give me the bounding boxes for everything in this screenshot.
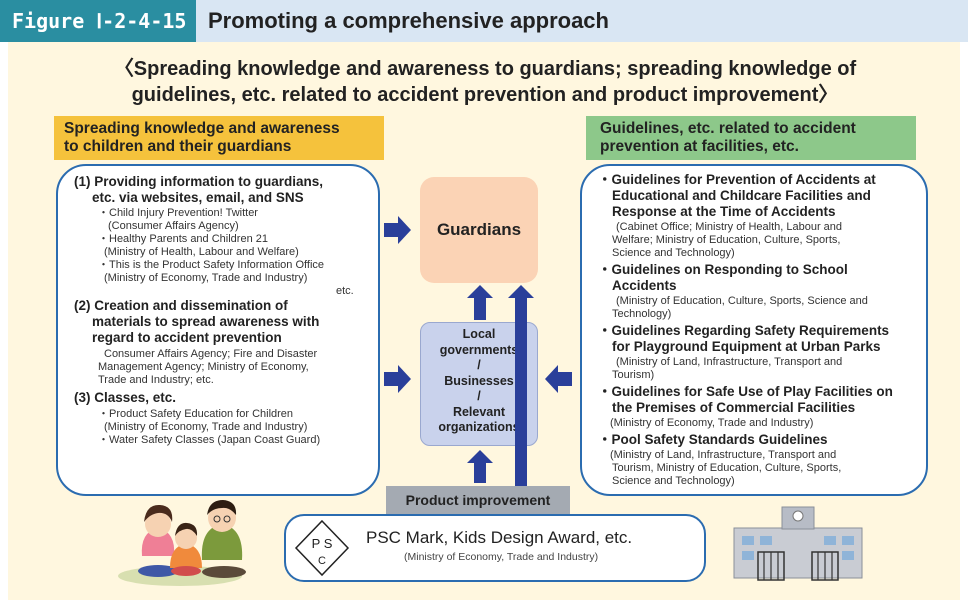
psc-symbol-bottom: C (318, 555, 326, 567)
arrow-up-long-to-guardians (508, 285, 534, 486)
figure-label: Figure Ⅰ-2-4-15 (0, 0, 196, 42)
psc-mark-box (284, 514, 706, 582)
arrow-up-to-guardians (467, 285, 493, 320)
awareness-box: (1) Providing information to guardians, … (56, 164, 380, 496)
figure-title: Promoting a comprehensive approach (208, 8, 609, 33)
psc-ministry-text: (Ministry of Economy, Trade and Industry… (404, 551, 599, 563)
guideline-3-line: ・Guidelines Regarding Safety Requirement… (598, 323, 890, 338)
guideline-5-sub: (Ministry of Land, Infrastructure, Trans… (610, 449, 837, 461)
right-header-line-1: Guidelines, etc. related to accident (600, 120, 856, 137)
section-1-item: ・Child Injury Prevention! Twitter (98, 207, 258, 219)
subtitle-line-2: guidelines, etc. related to accident pre… (131, 84, 839, 106)
organizations-line: governments (439, 342, 519, 357)
psc-mark-text: PSC Mark, Kids Design Award, etc. (366, 528, 633, 547)
guideline-4-line: the Premises of Commercial Facilities (612, 400, 856, 415)
section-1-item: ・Healthy Parents and Children 21 (98, 233, 268, 245)
product-improvement-label: Product improvement (386, 486, 570, 514)
section-2-item: Consumer Affairs Agency; Fire and Disast… (104, 348, 318, 360)
section-3-item: ・Product Safety Education for Children (98, 408, 294, 420)
guideline-3-sub: (Ministry of Land, Infrastructure, Trans… (616, 356, 843, 368)
section-1-item: ・This is the Product Safety Information … (98, 259, 325, 271)
organizations-line: organizations (438, 420, 520, 434)
guideline-1-sub: Science and Technology) (612, 247, 735, 259)
left-header-line-2: to children and their guardians (64, 138, 292, 155)
guidelines-box: ・Guidelines for Prevention of Accidents … (580, 164, 928, 496)
organizations-line: / (477, 358, 481, 372)
guideline-1-line: Response at the Time of Accidents (612, 204, 836, 219)
right-column-header: Guidelines, etc. related to accident pre… (586, 116, 916, 160)
guideline-1-sub: (Cabinet Office; Ministry of Health, Lab… (616, 221, 843, 233)
guideline-1-line: Educational and Childcare Facilities and (612, 188, 871, 203)
subtitle-line-1: 〈Spreading knowledge and awareness to gu… (113, 58, 857, 80)
guideline-1-line: ・Guidelines for Prevention of Accidents … (598, 172, 876, 187)
section-2-item: Trade and Industry; etc. (98, 374, 214, 386)
section-1-item: (Ministry of Economy, Trade and Industry… (104, 272, 308, 284)
organizations-line: Businesses (444, 373, 514, 388)
guideline-5-sub: Science and Technology) (612, 475, 735, 487)
arrow-up-to-organizations (467, 450, 493, 483)
organizations-line: Local (462, 327, 496, 341)
guideline-5-line: ・Pool Safety Standards Guidelines (598, 432, 828, 447)
guideline-5-sub: Tourism, Ministry of Education, Culture,… (612, 462, 842, 474)
guideline-2-sub: (Ministry of Education, Culture, Sports,… (616, 295, 868, 307)
guardians-box: Guardians (420, 177, 538, 283)
left-header-line-1: Spreading knowledge and awareness (64, 120, 340, 137)
section-1-title-line-2: etc. via websites, email, and SNS (92, 190, 304, 205)
guideline-2-line: ・Guidelines on Responding to School (598, 262, 848, 277)
section-3-item: (Ministry of Economy, Trade and Industry… (104, 421, 308, 433)
section-2-title-line-2: materials to spread awareness with (92, 314, 320, 329)
guideline-2-sub: Technology) (612, 308, 672, 320)
section-2-title-line-1: (2) Creation and dissemination of (74, 298, 288, 313)
section-2-item: Management Agency; Ministry of Economy, (98, 361, 309, 373)
section-1-item: (Ministry of Health, Labour and Welfare) (104, 246, 299, 258)
family-illustration (118, 500, 246, 586)
psc-symbol-top: P S (312, 536, 333, 551)
guideline-4-sub: (Ministry of Economy, Trade and Industry… (610, 417, 814, 429)
arrow-left-to-organizations (545, 365, 572, 393)
section-3-title: (3) Classes, etc. (74, 390, 177, 405)
guideline-3-line: for Playground Equipment at Urban Parks (612, 339, 881, 354)
guideline-2-line: Accidents (612, 278, 677, 293)
psc-diamond-icon (294, 519, 350, 577)
organizations-line: / (477, 389, 481, 403)
arrow-right-to-organizations (384, 365, 411, 393)
right-header-line-2: prevention at facilities, etc. (600, 138, 799, 155)
left-column-header: Spreading knowledge and awareness to chi… (54, 116, 384, 160)
guideline-4-line: ・Guidelines for Safe Use of Play Facilit… (598, 384, 893, 399)
guideline-1-sub: Welfare; Ministry of Education, Culture,… (612, 234, 841, 246)
figure-subtitle: 〈Spreading knowledge and awareness to gu… (60, 56, 910, 108)
section-2-title-line-3: regard to accident prevention (92, 330, 282, 345)
section-1-etc: etc. (336, 285, 354, 297)
arrow-right-to-guardians (384, 216, 411, 244)
section-1-title-line-1: (1) Providing information to guardians, (74, 174, 324, 189)
school-building-illustration (733, 506, 863, 581)
organizations-line: Relevant (452, 404, 506, 419)
section-1-item: (Consumer Affairs Agency) (108, 220, 239, 232)
guideline-3-sub: Tourism) (612, 369, 655, 381)
section-3-item: ・Water Safety Classes (Japan Coast Guard… (98, 434, 321, 446)
